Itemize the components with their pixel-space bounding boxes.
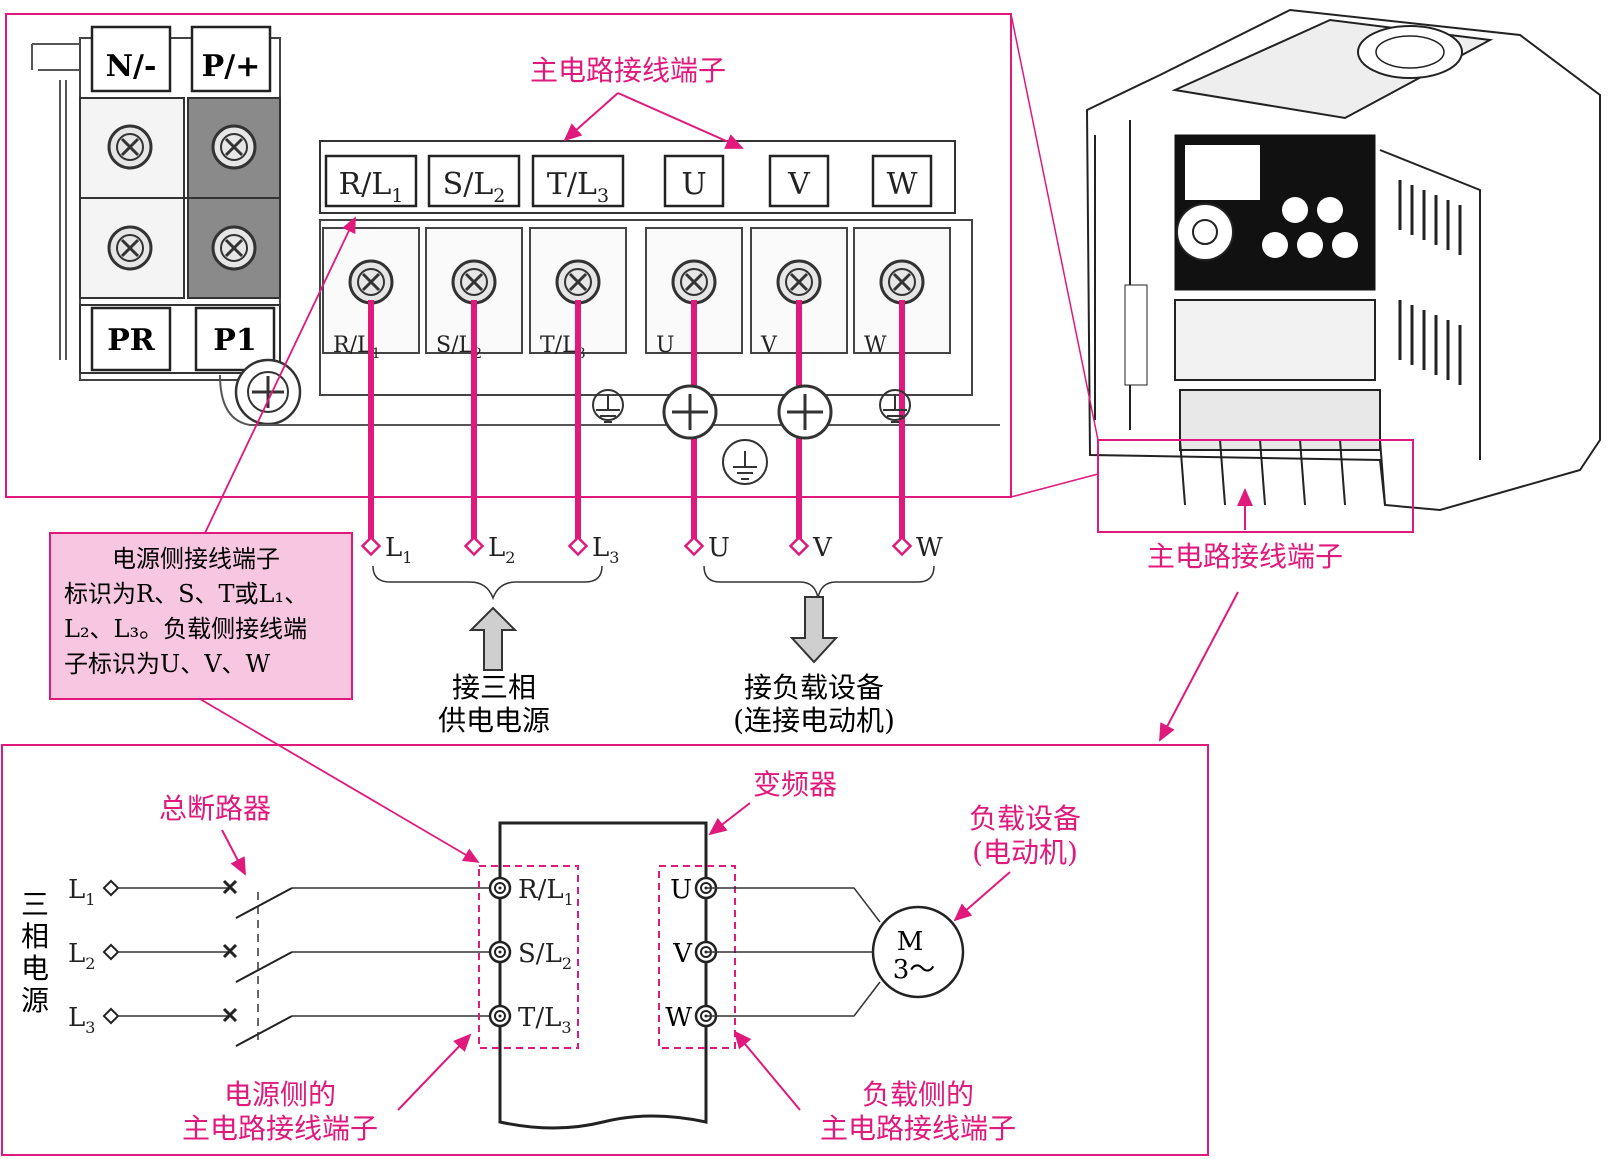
wire-end-terminal <box>360 535 382 557</box>
slot-label: T/L3 <box>540 333 586 362</box>
ground-symbols <box>592 384 911 485</box>
terminal-screw-icon <box>555 259 601 305</box>
source-label-2: 相 <box>21 920 49 953</box>
wire-label: L3 <box>592 533 619 567</box>
slot-label: S/L2 <box>436 333 482 362</box>
input-terminal-icon <box>488 940 512 964</box>
inverter-device-illustration: 主电路接线端子 <box>1010 8 1601 742</box>
supply-side-label-line2: 主电路接线端子 <box>182 1112 378 1145</box>
supply-side-label-line1: 电源侧的 <box>224 1078 336 1111</box>
supply-caption-line1: 接三相 <box>452 671 536 704</box>
wire-groups: 接三相 供电电源 接负载设备 (连接电动机) <box>372 565 935 737</box>
phase-line-label: L3 <box>68 1003 95 1037</box>
slot-label: R/L1 <box>333 333 381 362</box>
line-terminal <box>102 879 120 897</box>
input-terminal-label: T/L3 <box>518 1003 572 1037</box>
note-line-3: L₂、L₃。负载侧接线端 <box>64 615 307 643</box>
strip-label-box <box>768 154 830 208</box>
load-label-line1: 负载设备 <box>969 802 1081 835</box>
terminal-pr-label: PR <box>107 323 156 358</box>
load-caption-line2: (连接电动机) <box>733 704 895 737</box>
breaker-switch <box>235 951 293 983</box>
strip-label: T/L3 <box>547 167 609 207</box>
terminal-note-box: 电源侧接线端子 标识为R、S、T或L₁、 L₂、L₃。负载侧接线端 子标识为U、… <box>49 216 480 863</box>
breaker-contact <box>222 879 238 895</box>
wire-label: L1 <box>385 533 412 567</box>
breaker-switch <box>235 1015 293 1047</box>
terminal-p1-label: P1 <box>213 323 256 358</box>
note-line-2: 标识为R、S、T或L₁、 <box>64 580 308 608</box>
terminal-screw-icon <box>879 259 925 305</box>
wire-end-terminal <box>463 535 485 557</box>
strip-label-box <box>324 154 418 208</box>
input-terminal-label: R/L1 <box>518 875 574 909</box>
breaker-contact <box>222 943 238 959</box>
load-side-label-line2: 主电路接线端子 <box>820 1112 1016 1145</box>
source-label-1: 三 <box>21 888 49 921</box>
slot-label: U <box>656 333 675 358</box>
strip-callout-label: 主电路接线端子 <box>530 54 726 87</box>
load-caption-line1: 接负载设备 <box>744 671 884 704</box>
terminal-p-label: P/+ <box>202 49 261 84</box>
input-terminal-icon <box>488 876 512 900</box>
motor-m-label: M <box>897 927 924 957</box>
slot-label: V <box>760 333 778 358</box>
note-line-4: 子标识为U、V、W <box>64 650 271 678</box>
device-callout-label: 主电路接线端子 <box>1147 540 1343 573</box>
slot-label: W <box>864 333 887 358</box>
breaker-label: 总断路器 <box>159 792 271 825</box>
line-terminal <box>102 1007 120 1025</box>
terminal-screw-icon <box>451 259 497 305</box>
wire-label: U <box>708 533 730 563</box>
dc-terminal-block: N/- P/+ PR P1 <box>31 25 1000 426</box>
source-label-4: 源 <box>21 984 49 1017</box>
breaker-switch <box>235 887 293 919</box>
strip-label-box <box>663 154 725 208</box>
phase-line-label: L1 <box>68 875 95 909</box>
strip-label: V <box>787 167 811 202</box>
inverter-box <box>498 821 708 1130</box>
terminal-screw-icon <box>671 259 717 305</box>
terminal-screw-icon <box>348 259 394 305</box>
terminal-n-label: N/- <box>106 49 157 84</box>
strip-label: R/L1 <box>339 167 404 207</box>
strip-label-box <box>871 154 933 208</box>
note-line-1: 电源侧接线端子 <box>64 545 280 573</box>
breaker-contact <box>222 1007 238 1023</box>
wire-label: V <box>812 533 833 563</box>
phase-line-label: L2 <box>68 939 95 973</box>
strip-label-box <box>427 154 521 208</box>
supply-caption-line2: 供电电源 <box>438 704 550 737</box>
inverter-label: 变频器 <box>753 768 837 801</box>
wire-end-terminal <box>891 535 913 557</box>
strip-label: U <box>681 167 706 202</box>
motor-phase-label: 3～ <box>893 955 936 985</box>
load-label-line2: (电动机) <box>972 836 1078 869</box>
terminal-screw-icon <box>776 259 822 305</box>
wire-end-terminal <box>567 535 589 557</box>
load-side-label-line1: 负载侧的 <box>862 1078 974 1111</box>
wire-label: W <box>916 533 943 563</box>
output-terminal-label: W <box>665 1003 692 1033</box>
strip-label: S/L2 <box>443 167 506 207</box>
output-terminal-label: U <box>670 875 692 905</box>
strip-label-box <box>531 154 625 208</box>
wire-end-terminal <box>683 535 705 557</box>
strip-label: W <box>887 167 918 202</box>
wire-label: L2 <box>488 533 515 567</box>
input-terminal-label: S/L2 <box>518 939 572 973</box>
source-label-3: 电 <box>21 952 49 985</box>
input-terminal-icon <box>488 1004 512 1028</box>
output-terminal-label: V <box>672 939 693 969</box>
wire-end-terminal <box>788 535 810 557</box>
line-terminal <box>102 943 120 961</box>
